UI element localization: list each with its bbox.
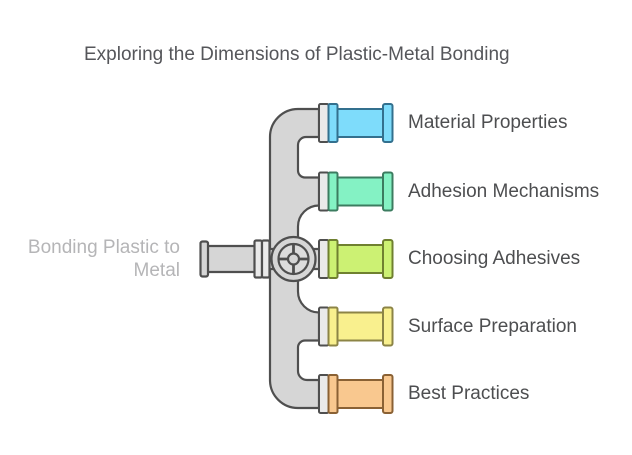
pipe-endcap <box>382 306 394 347</box>
central-topic-line-1: Bonding Plastic to <box>27 237 180 258</box>
pipe-body <box>336 244 384 274</box>
branch-label-best-practices: Best Practices <box>408 383 530 404</box>
branch-pipe-surface-preparation <box>318 306 394 347</box>
flange-ring-gray <box>318 374 330 414</box>
left-pipe-body <box>203 244 259 274</box>
flange-ring-colored <box>327 239 339 279</box>
flange-ring-gray <box>318 239 330 279</box>
branch-label-surface-preparation: Surface Preparation <box>408 315 577 337</box>
flange-ring-colored <box>327 103 339 143</box>
flange-ring-colored <box>327 306 339 347</box>
pipe-endcap <box>382 239 394 279</box>
left-pipe-flange-ring-1 <box>253 239 264 279</box>
flange-ring-colored <box>327 374 339 414</box>
pipe-body <box>336 108 384 138</box>
flange-ring-gray <box>318 103 330 143</box>
branch-pipe-material-properties <box>318 103 394 143</box>
flange-ring-gray <box>318 306 330 347</box>
gray-pipework <box>199 107 323 410</box>
pipe-endcap <box>382 374 394 414</box>
valve-handwheel-icon <box>270 235 317 283</box>
branch-label-choosing-adhesives: Choosing Adhesives <box>408 248 581 269</box>
branch-label-material-properties: Material Properties <box>408 112 568 133</box>
branch-pipe-adhesion-mechanisms <box>318 171 394 212</box>
pipe-body <box>336 311 384 342</box>
flange-ring-gray <box>318 171 330 212</box>
branch-pipe-choosing-adhesives <box>318 239 394 279</box>
branch-label-adhesion-mechanisms: Adhesion Mechanisms <box>408 180 600 202</box>
central-topic-label: Bonding Plastic to Metal <box>0 237 180 282</box>
pipe-body <box>336 176 384 207</box>
pipe-endcap <box>382 103 394 143</box>
pipe-endcap <box>382 171 394 212</box>
diagram-title: Exploring the Dimensions of Plastic-Meta… <box>84 44 510 65</box>
flange-ring-colored <box>327 171 339 212</box>
branch-pipe-best-practices <box>318 374 394 414</box>
left-pipe-endcap <box>199 240 210 278</box>
valve-hub <box>286 252 301 266</box>
central-topic-line-2: Metal <box>133 259 180 281</box>
pipe-body <box>336 379 384 409</box>
left-pipe-flange-ring-2 <box>260 239 271 279</box>
